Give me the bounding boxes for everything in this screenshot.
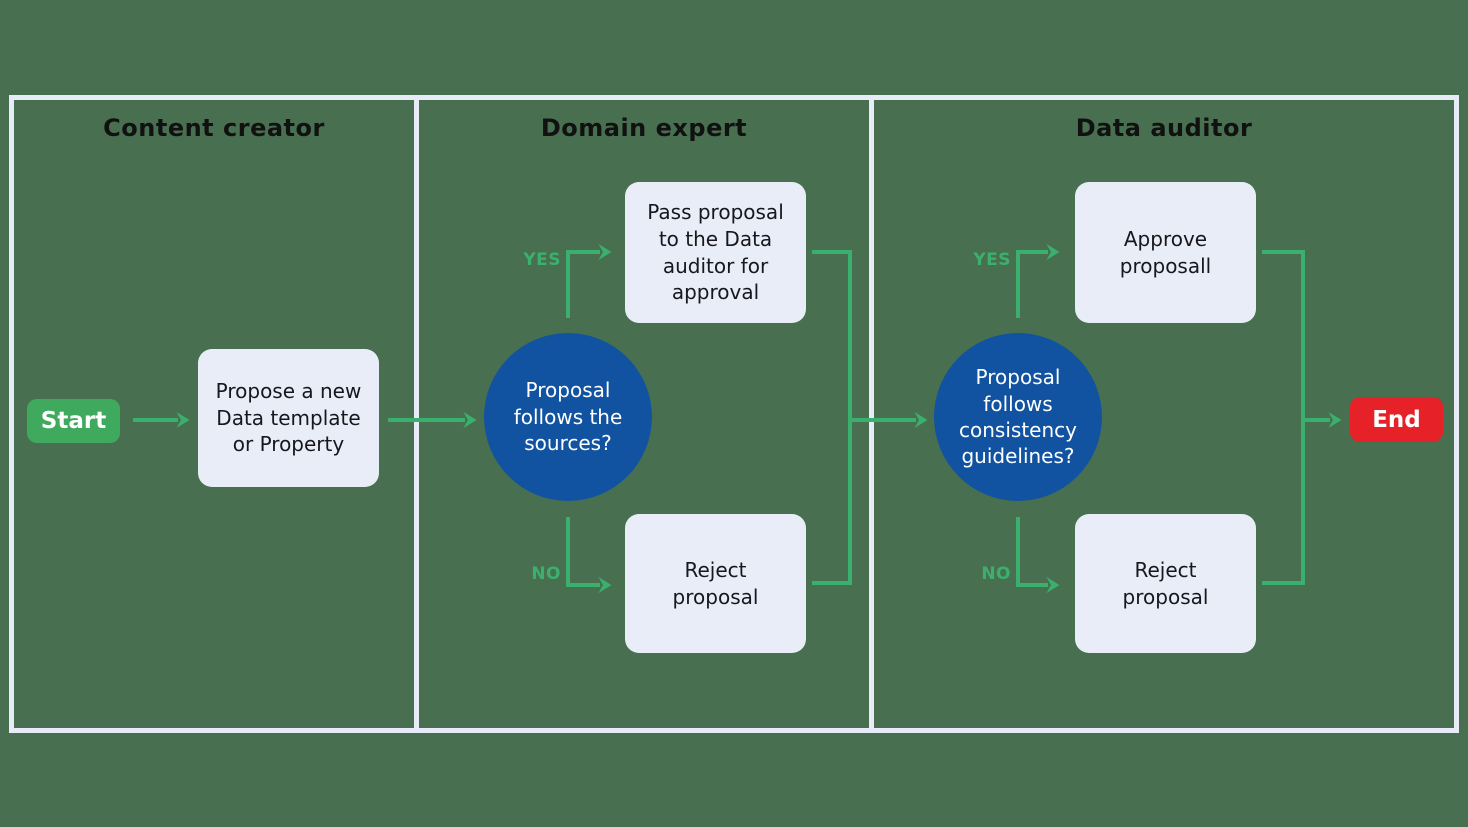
lane-title-domain-expert: Domain expert xyxy=(540,114,748,142)
process-pass-proposal-node: Pass proposal to the Data auditor for ap… xyxy=(625,182,806,323)
process-approve-proposal-node: Approve proposall xyxy=(1075,182,1256,323)
end-node: End xyxy=(1350,397,1443,442)
lane-title-data-auditor: Data auditor xyxy=(1075,114,1253,142)
edge-label-yes-2: YES xyxy=(973,250,1011,270)
lane-separator-1 xyxy=(414,95,419,733)
process-propose-node: Propose a new Data template or Property xyxy=(198,349,379,487)
edge-label-yes-1: YES xyxy=(523,250,561,270)
start-node: Start xyxy=(27,399,120,443)
decision-follows-sources-node: Proposal follows the sources? xyxy=(484,333,652,501)
decision-consistency-guidelines-node: Proposal follows consistency guidelines? xyxy=(934,333,1102,501)
edge-label-no-1: NO xyxy=(531,564,561,584)
process-reject-proposal-node-1: Reject proposal xyxy=(625,514,806,653)
swimlane-frame xyxy=(9,95,1459,733)
lane-title-content-creator: Content creator xyxy=(103,114,325,142)
lane-separator-2 xyxy=(869,95,874,733)
edge-label-no-2: NO xyxy=(981,564,1011,584)
process-reject-proposal-node-2: Reject proposal xyxy=(1075,514,1256,653)
